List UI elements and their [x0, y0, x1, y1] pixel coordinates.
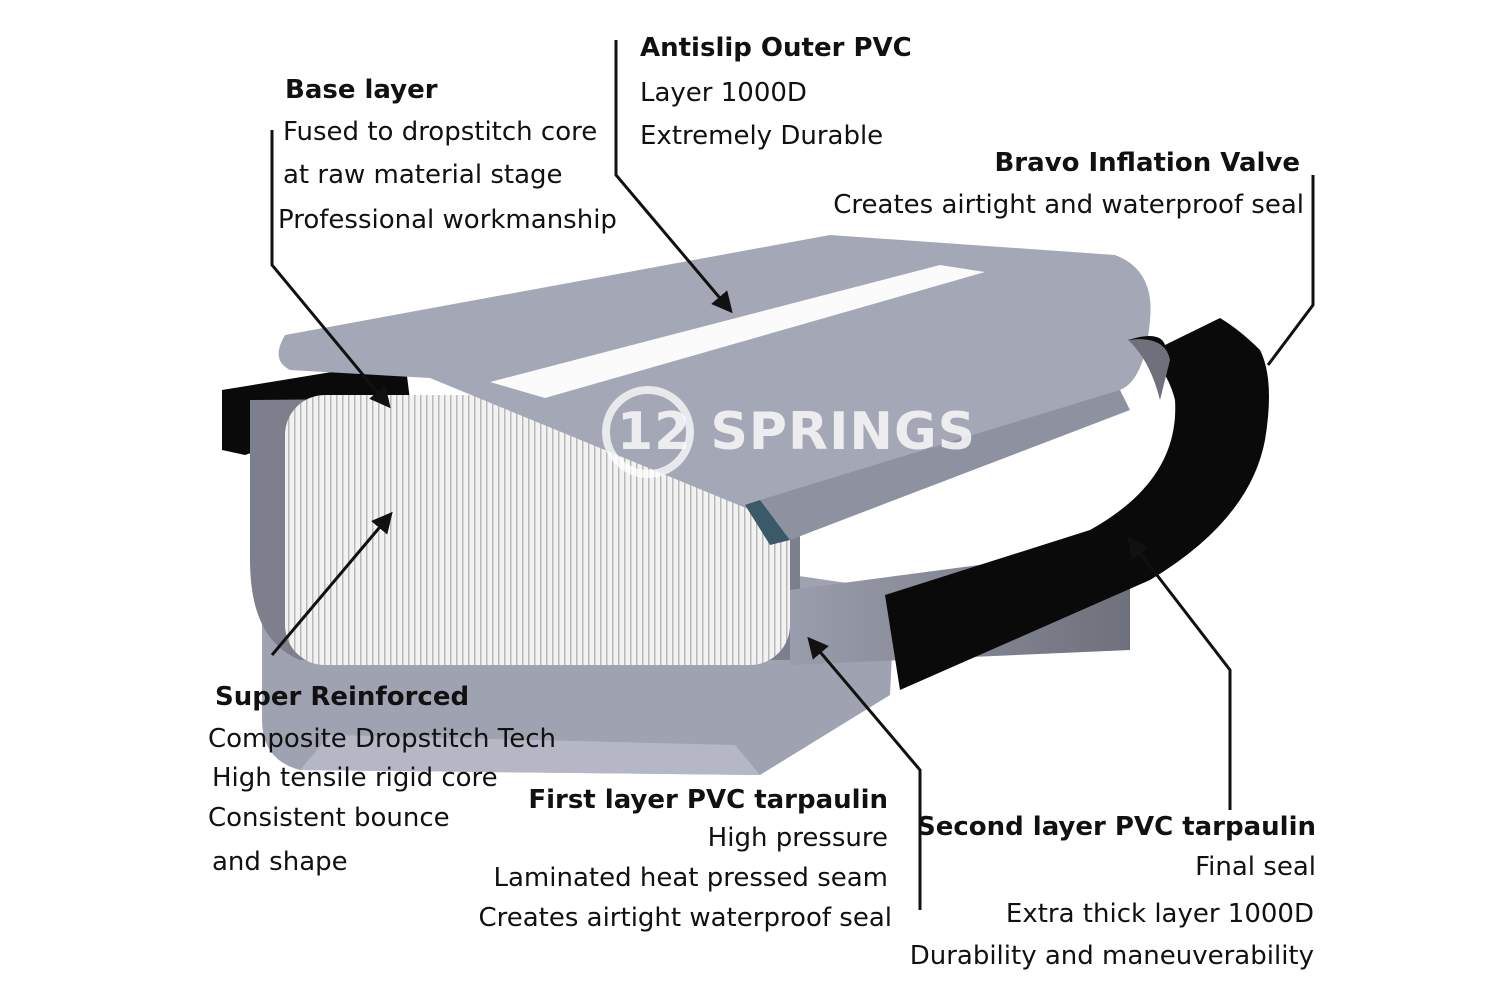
- valve-line: Creates airtight and waterproof seal: [833, 190, 1304, 220]
- watermark-logo: 12 SPRINGS: [617, 402, 977, 462]
- reinforced-line: Consistent bounce: [208, 803, 450, 833]
- antislip-title: Antislip Outer PVC: [640, 33, 912, 63]
- base-layer-line: Professional workmanship: [278, 205, 617, 235]
- reinforced-line: and shape: [212, 847, 348, 877]
- reinforced-line: High tensile rigid core: [212, 763, 498, 793]
- second-layer-line: Durability and maneuverability: [909, 941, 1314, 971]
- second-layer-title: Second layer PVC tarpaulin: [916, 812, 1316, 842]
- antislip-line: Layer 1000D: [640, 78, 807, 108]
- right-black-strip: [885, 318, 1269, 690]
- leader-first-layer: [807, 636, 922, 910]
- leader-base-layer: [270, 130, 391, 409]
- base-layer-title: Base layer: [285, 75, 438, 105]
- reinforced-title: Super Reinforced: [215, 682, 470, 712]
- leader-reinforced: [270, 511, 393, 656]
- second-layer-line: Final seal: [1195, 852, 1316, 882]
- white-stripe: [490, 265, 985, 398]
- base-layer-line: at raw material stage: [283, 160, 563, 190]
- leader-second-layer: [1127, 536, 1232, 810]
- base-layer-line: Fused to dropstitch core: [283, 117, 598, 147]
- leader-antislip: [614, 40, 733, 314]
- valve-title: Bravo Inflation Valve: [994, 148, 1300, 178]
- reinforced-line: Composite Dropstitch Tech: [208, 724, 557, 754]
- first-layer-line: Laminated heat pressed seam: [493, 863, 888, 893]
- leader-valve: [1266, 175, 1315, 366]
- second-layer-line: Extra thick layer 1000D: [1005, 899, 1314, 929]
- antislip-line: Extremely Durable: [640, 121, 884, 151]
- first-layer-line: Creates airtight waterproof seal: [478, 903, 892, 933]
- first-layer-title: First layer PVC tarpaulin: [528, 785, 888, 815]
- first-layer-line: High pressure: [707, 823, 888, 853]
